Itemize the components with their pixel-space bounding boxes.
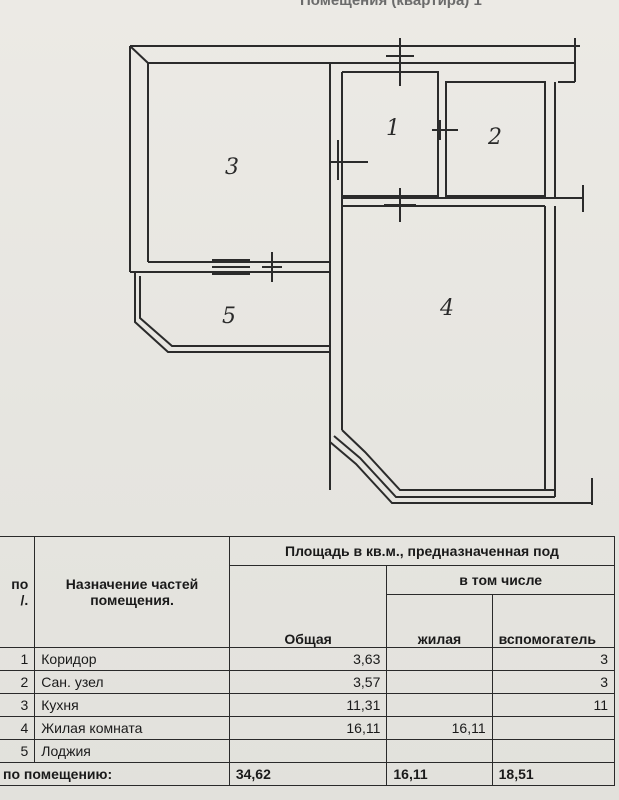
row-no: 2 [0, 670, 36, 694]
row-aux [491, 716, 616, 740]
wall-room4-right [544, 206, 556, 497]
table-row: 4 Жилая комната 16,11 16,11 [0, 716, 616, 740]
row-no: 1 [0, 647, 36, 671]
wall-right-upper [554, 63, 576, 198]
area-table: по /. Назначение частей помещения. Площа… [0, 536, 616, 786]
table-header-row-2: Общая в том числе [0, 565, 615, 648]
header-purpose-line1: Назначение частей [65, 576, 199, 592]
row-name: Кухня [34, 693, 230, 717]
loggia-outline [134, 272, 330, 353]
header-area-cell: Площадь в кв.м., предназначенная под [228, 536, 616, 566]
footer-total: 34,62 [228, 762, 388, 786]
room1-box [342, 71, 439, 197]
row-aux: 11 [491, 693, 616, 717]
table-footer-row: по помещению: 34,62 16,11 18,51 [0, 762, 616, 786]
header-including-cell: в том числе [386, 565, 615, 595]
table-row: 2 Сан. узел 3,57 3 [0, 670, 616, 694]
row-name: Жилая комната [34, 716, 230, 740]
header-purpose-cell: Назначение частей помещения. [34, 536, 230, 648]
table-row: 1 Коридор 3,63 3 [0, 647, 616, 671]
row-no: 5 [0, 739, 36, 763]
wall-left [129, 46, 149, 272]
wall-room1-room4 [342, 197, 555, 207]
bay-window [329, 429, 592, 504]
door-mark-room4 [384, 188, 416, 222]
door-mark-room1-top [386, 38, 414, 86]
window-room3 [212, 259, 250, 275]
footer-label: по помещению: [0, 762, 230, 786]
row-name: Сан. узел [34, 670, 230, 694]
row-living: 16,11 [386, 716, 493, 740]
footer-living: 16,11 [386, 762, 493, 786]
table-row: 5 Лоджия [0, 739, 616, 763]
wall-top [130, 45, 580, 64]
table-header-row-3: жилая вспомогатель [0, 594, 616, 648]
room-5-label: 5 [222, 304, 236, 329]
wall-room3-bottom [130, 261, 330, 273]
row-aux: 3 [491, 647, 616, 671]
row-name: Коридор [34, 647, 230, 671]
row-aux: 3 [491, 670, 616, 694]
row-total: 3,63 [228, 647, 388, 671]
wall-room3-topleft [129, 45, 149, 64]
row-living [386, 693, 493, 717]
door-mark-room3 [262, 252, 282, 282]
row-total: 11,31 [228, 693, 388, 717]
room-1-label: 1 [386, 116, 400, 141]
wall-right-notch [555, 185, 584, 212]
row-name: Лоджия [34, 739, 230, 763]
room2-box [445, 81, 546, 197]
footer-aux: 18,51 [491, 762, 616, 786]
room-3-label: 3 [225, 155, 239, 180]
header-no-cell: по /. [0, 536, 36, 648]
row-no: 4 [0, 716, 36, 740]
header-living-cell: жилая [386, 594, 493, 648]
row-no: 3 [0, 693, 36, 717]
header-purpose-line2: помещения. [90, 592, 174, 608]
row-living [386, 670, 493, 694]
row-total: 3,57 [228, 670, 388, 694]
row-total [228, 739, 388, 763]
row-living [386, 739, 493, 763]
row-living [386, 647, 493, 671]
floor-plan [129, 38, 593, 505]
wall-mid [329, 63, 343, 490]
room-2-label: 2 [488, 125, 502, 150]
row-aux [491, 739, 616, 763]
top-heading: Помещения (квартира) 1 [300, 0, 482, 9]
header-no-line1: по [11, 576, 29, 592]
header-total-cell: Общая [228, 565, 388, 648]
door-mark-room1-left [330, 140, 368, 180]
room-4-label: 4 [440, 296, 454, 321]
header-aux-cell: вспомогатель [491, 594, 616, 648]
row-total: 16,11 [228, 716, 388, 740]
table-header-row-1: по /. Назначение частей помещения. Площа… [0, 536, 616, 648]
header-no-line2: /. [20, 592, 29, 608]
table-row: 3 Кухня 11,31 11 [0, 693, 616, 717]
